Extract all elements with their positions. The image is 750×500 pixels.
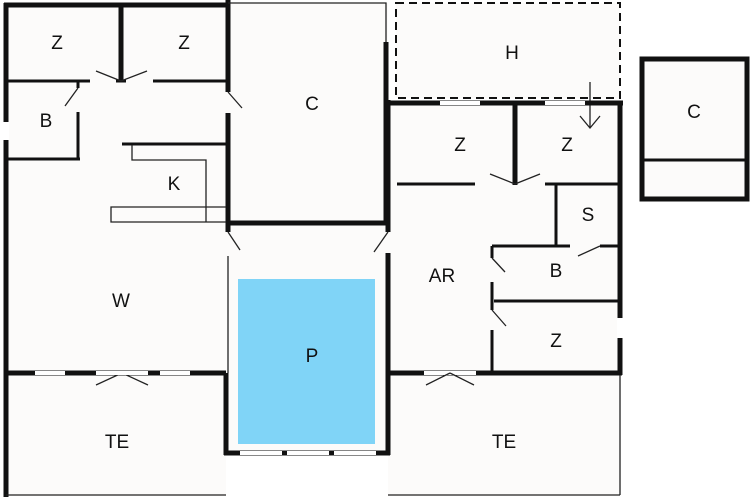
room-label-c: C xyxy=(305,94,319,115)
windows-left xyxy=(35,371,190,375)
room-label-c: C xyxy=(687,102,701,123)
room-label-h: H xyxy=(505,43,519,64)
door-swings-right xyxy=(425,173,601,386)
pool xyxy=(238,279,375,444)
room-label-z: Z xyxy=(51,33,63,54)
room-label-z: Z xyxy=(178,33,190,54)
room-label-p: P xyxy=(306,346,319,367)
kitchen-counter xyxy=(110,145,226,223)
room-label-z: Z xyxy=(454,135,466,156)
room-label-s: S xyxy=(582,205,595,226)
outbuilding-c xyxy=(639,56,750,202)
floor-h xyxy=(396,3,620,98)
window xyxy=(617,318,623,338)
room-label-k: K xyxy=(168,174,181,195)
floor-c2 xyxy=(641,58,748,200)
window xyxy=(3,122,9,140)
windows-pool xyxy=(240,451,376,455)
room-label-te: TE xyxy=(492,432,516,453)
room-label-b: B xyxy=(40,111,53,132)
room-label-w: W xyxy=(112,291,130,312)
area-h-outline xyxy=(395,2,621,99)
room-label-te: TE xyxy=(105,432,129,453)
room-label-ar: AR xyxy=(429,266,455,287)
room-label-z: Z xyxy=(550,331,562,352)
room-label-z: Z xyxy=(561,135,573,156)
room-label-b: B xyxy=(550,261,563,282)
floor-left xyxy=(6,4,226,496)
